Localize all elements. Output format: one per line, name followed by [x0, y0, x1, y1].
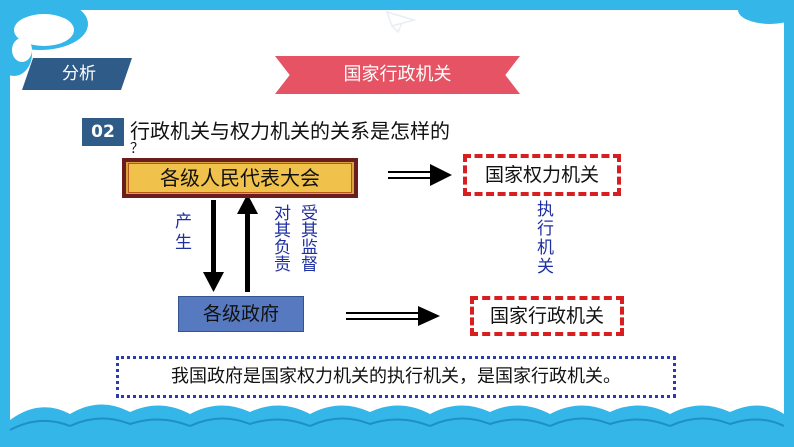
label-responsible: 对其负责 — [270, 204, 290, 272]
analysis-tag: 分析 — [22, 58, 132, 90]
question-number-badge: 02 — [82, 118, 124, 146]
arrow-npc-to-power — [388, 171, 432, 179]
paper-plane-icon — [385, 10, 417, 34]
label-produce: 产生 — [171, 212, 191, 254]
page-title-banner: 国家行政机关 — [275, 56, 520, 94]
admin-organ-box: 国家行政机关 — [470, 296, 624, 336]
arrow-gov-to-admin — [346, 306, 440, 326]
label-execute: 执行机关 — [533, 200, 553, 276]
label-supervised: 受其监督 — [297, 204, 317, 272]
question-mark: ？ — [130, 141, 144, 157]
arrow-down-produce — [203, 200, 224, 292]
gov-box: 各级政府 — [178, 296, 304, 332]
arrow-up-responsible — [237, 194, 258, 292]
summary-box: 我国政府是国家权力机关的执行机关，是国家行政机关。 — [116, 356, 676, 398]
question-text: 行政机关与权力机关的关系是怎样的 — [130, 119, 450, 143]
npc-box: 各级人民代表大会 — [128, 163, 352, 193]
power-organ-box: 国家权力机关 — [463, 154, 621, 196]
